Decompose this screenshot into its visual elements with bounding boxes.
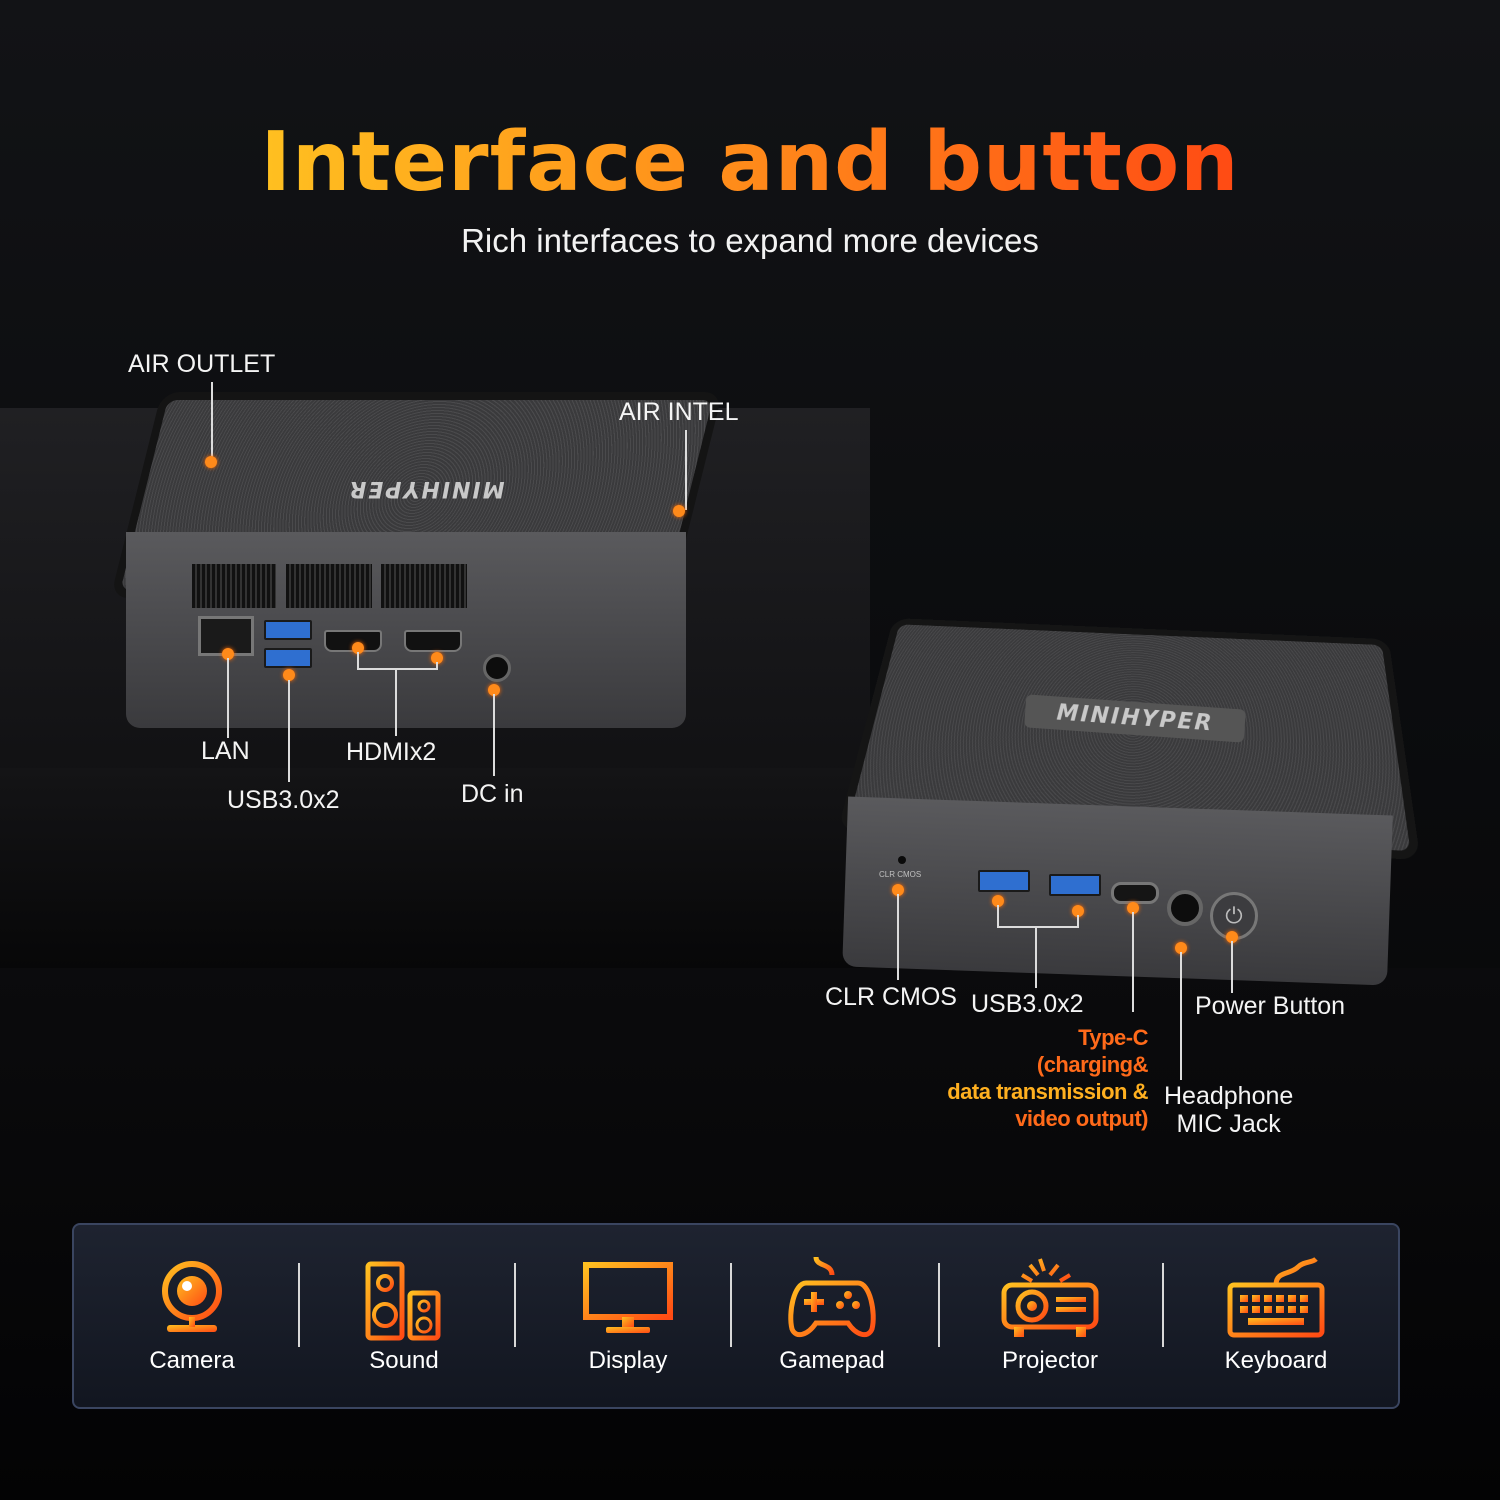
usb-label: USB3.0x2 [971, 990, 1084, 1018]
device-item-projector: Projector [950, 1225, 1150, 1407]
usb-port [978, 870, 1030, 892]
callout-line [1077, 915, 1079, 927]
device-item-keyboard: Keyboard [1176, 1225, 1376, 1407]
hdmi-label: HDMIx2 [346, 738, 437, 766]
callout-line [211, 382, 213, 460]
camera-icon [162, 1261, 222, 1332]
callout-dot [992, 895, 1004, 907]
divider [298, 1263, 300, 1347]
type-c-port [1111, 882, 1159, 904]
callout-line [357, 668, 438, 670]
projector-icon [1001, 1258, 1099, 1337]
shelf-front [0, 768, 870, 968]
page-subtitle: Rich interfaces to expand more devices [461, 222, 1039, 259]
page-title: Interface and button [260, 115, 1240, 210]
device-item-label: Gamepad [779, 1347, 885, 1374]
callout-line [997, 926, 1079, 928]
callout-dot [1175, 942, 1187, 954]
keyboard-icon [1227, 1257, 1325, 1338]
divider [514, 1263, 516, 1347]
callout-line [997, 905, 999, 927]
clr-cmos-print: CLR CMOS [879, 870, 922, 879]
divider [730, 1263, 732, 1347]
headphone-mic-label: Headphone MIC Jack [1164, 1082, 1294, 1138]
dc-in-port [483, 654, 511, 682]
device-brand-logo: MINIHYPER [347, 476, 505, 501]
callout-line [395, 668, 397, 736]
callout-dot [352, 642, 364, 654]
air-vent [192, 564, 276, 608]
divider [1162, 1263, 1164, 1347]
callout-line [288, 680, 290, 782]
usb-port [264, 648, 312, 668]
speaker-icon [365, 1261, 441, 1341]
lan-label: LAN [201, 737, 250, 765]
callout-dot [431, 652, 443, 664]
callout-line [1035, 926, 1037, 988]
usb-port [1049, 874, 1101, 896]
device-item-sound: Sound [304, 1225, 504, 1407]
clr-cmos-pinhole [898, 856, 906, 864]
divider [938, 1263, 940, 1347]
device-item-gamepad: Gamepad [732, 1225, 932, 1407]
usb-label: USB3.0x2 [227, 786, 340, 814]
device-item-label: Keyboard [1224, 1347, 1328, 1374]
callout-line [436, 662, 438, 668]
callout-line [1132, 912, 1134, 1012]
gamepad-icon [788, 1256, 876, 1338]
air-vent [286, 564, 372, 608]
callout-line [493, 694, 495, 776]
callout-line [227, 658, 229, 738]
callout-dot [1127, 902, 1139, 914]
device-item-label: Sound [369, 1347, 439, 1374]
type-c-label: Type-C (charging& data transmission & vi… [947, 1025, 1148, 1131]
callout-line [897, 894, 899, 980]
callout-dot [222, 648, 234, 660]
device-item-label: Camera [149, 1347, 235, 1374]
callout-dot [892, 884, 904, 896]
power-icon: ⏻ [1225, 903, 1243, 928]
callout-line [1180, 952, 1182, 1080]
hdmi-port [404, 630, 462, 652]
mini-pc-front: MINIHYPER CLR CMOS ⏻ [837, 606, 1421, 986]
clr-cmos-label: CLR CMOS [825, 983, 957, 1011]
air-outlet-label: AIR OUTLET [128, 350, 276, 378]
callout-dot [283, 669, 295, 681]
usb-port [264, 620, 312, 640]
device-item-camera: Camera [92, 1225, 292, 1407]
air-vent [381, 564, 467, 608]
power-button-label: Power Button [1195, 992, 1346, 1020]
callout-dot [488, 684, 500, 696]
callout-line [685, 430, 687, 510]
callout-dot [673, 505, 685, 517]
device-item-display: Display [528, 1225, 728, 1407]
callout-line [357, 652, 359, 668]
supported-devices-panel: Camera Sound Display [72, 1223, 1400, 1409]
device-item-label: Display [588, 1347, 668, 1374]
device-item-label: Projector [1001, 1347, 1099, 1374]
callout-line [1231, 941, 1233, 993]
callout-dot [205, 456, 217, 468]
air-intel-label: AIR INTEL [619, 398, 739, 426]
dc-in-label: DC in [461, 780, 524, 808]
mini-pc-back: MINIHYPER [110, 392, 723, 732]
callout-dot [1226, 931, 1238, 943]
callout-dot [1072, 905, 1084, 917]
headphone-jack [1167, 890, 1203, 926]
monitor-icon [583, 1262, 673, 1333]
